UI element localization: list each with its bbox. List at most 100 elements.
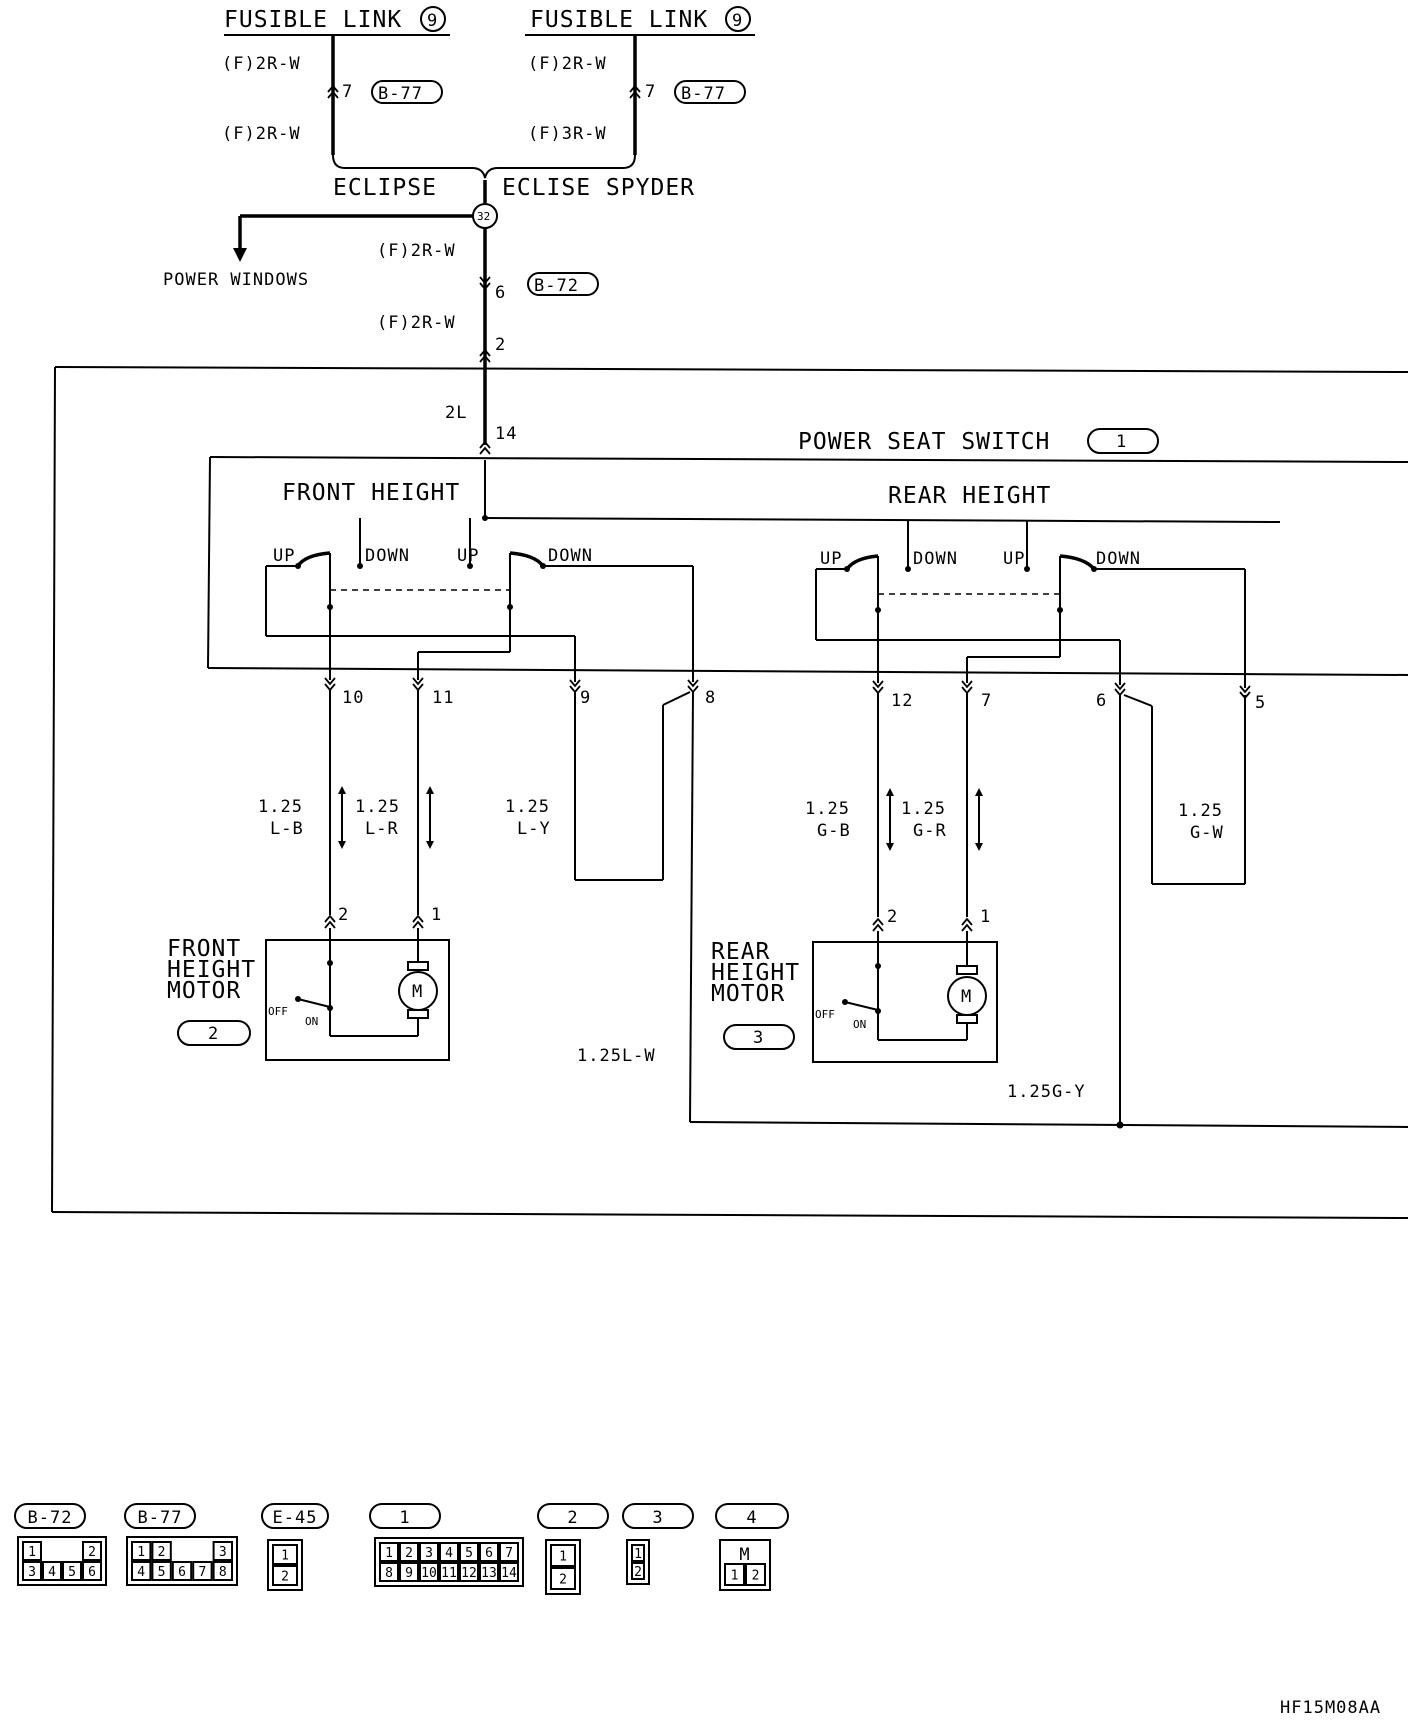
connector-pin: 1 xyxy=(281,1549,289,1564)
connector-pin: 7 xyxy=(505,1546,513,1561)
connector-pin: 5 xyxy=(465,1546,473,1561)
fusible-link-right-badge xyxy=(725,6,751,32)
front-height-switch: FRONT HEIGHT UP DOWN UP DOWN xyxy=(265,480,694,682)
wire-right-bottom-label: (F)3R-W xyxy=(528,124,607,144)
front-motor-line3: MOTOR xyxy=(167,978,241,1004)
front-motor-on: ON xyxy=(305,1015,318,1028)
wire-ly-size: 1.25 xyxy=(505,797,550,817)
connector-pin: 6 xyxy=(88,1565,96,1580)
switch-pin-5: 5 xyxy=(1255,693,1266,713)
connector-symbol: M xyxy=(739,1545,750,1565)
switch-pin-12: 12 xyxy=(891,691,913,711)
feed-connector-label: B-72 xyxy=(534,276,579,296)
wire-gy-label: 1.25G-Y xyxy=(1007,1082,1086,1102)
harness-wires: 1.25 L-B 1.25 L-R 1.25 L-Y 1.25L-W 1.25 … xyxy=(258,690,1408,1129)
feed-wire-bottom-label: (F)2R-W xyxy=(377,313,456,333)
wire-left-bottom-label: (F)2R-W xyxy=(222,124,301,144)
connector-pin: 8 xyxy=(385,1566,393,1581)
connector-pin: 2 xyxy=(752,1569,760,1584)
connector-pin: 2 xyxy=(634,1565,642,1580)
front-motor-off: OFF xyxy=(268,1005,288,1018)
rear-motor-ref-badge xyxy=(723,1024,795,1050)
connector-ref-right xyxy=(674,80,746,104)
connector-pin: 6 xyxy=(178,1565,186,1580)
connector-pin: 11 xyxy=(441,1566,457,1581)
wire-lr-color: L-R xyxy=(365,819,399,839)
feed-pin-top: 6 xyxy=(495,283,506,303)
connector-pin: 6 xyxy=(485,1546,493,1561)
rear-motor-line2: HEIGHT xyxy=(711,960,800,986)
front-height-motor: FRONT HEIGHT MOTOR 2 2 1 OFF ON M xyxy=(167,905,450,1061)
front-down-2: DOWN xyxy=(548,546,593,566)
connector-pin: 1 xyxy=(28,1545,36,1560)
pin-right: 7 xyxy=(645,82,656,102)
fusible-link-right-title: FUSIBLE LINK xyxy=(530,7,708,33)
connector-pin: 4 xyxy=(48,1565,56,1580)
wire-lw-label: 1.25L-W xyxy=(577,1046,656,1066)
front-up-1: UP xyxy=(273,546,295,566)
connector-pin: 1 xyxy=(731,1569,739,1584)
inner-pin: 14 xyxy=(495,424,517,444)
connector-label: 1 xyxy=(399,1508,410,1528)
wire-gw-color: G-W xyxy=(1190,823,1224,843)
front-motor-line1: FRONT xyxy=(167,936,241,962)
switch-pin-8: 8 xyxy=(705,688,716,708)
connector-pin: 10 xyxy=(421,1566,437,1581)
rear-motor-pin-a: 2 xyxy=(887,907,898,927)
connector-label: B-77 xyxy=(138,1508,183,1528)
connector-pin: 1 xyxy=(137,1545,145,1560)
switch-pin-11: 11 xyxy=(432,688,454,708)
wire-gb-color: G-B xyxy=(817,821,851,841)
connector-pin: 4 xyxy=(445,1546,453,1561)
front-motor-ref: 2 xyxy=(208,1024,219,1044)
switch-pin-7: 7 xyxy=(981,691,992,711)
connector-pin: 13 xyxy=(481,1566,497,1581)
connector-pin: 3 xyxy=(28,1565,36,1580)
rear-motor-line3: MOTOR xyxy=(711,981,785,1007)
rear-up-2: UP xyxy=(1003,549,1025,569)
switch-title: POWER SEAT SWITCH xyxy=(798,429,1050,455)
connector-pin: 2 xyxy=(281,1570,289,1585)
connector-pin: 2 xyxy=(88,1545,96,1560)
connector-pin: 1 xyxy=(634,1547,642,1562)
connector-pin: 2 xyxy=(158,1545,166,1560)
front-motor-ref-badge xyxy=(177,1020,251,1046)
fusible-link-left: FUSIBLE LINK 9 (F)2R-W 7 B-77 (F)2R-W xyxy=(222,6,450,155)
connector-3: 3 1 2 xyxy=(622,1503,694,1585)
connector-pin: 5 xyxy=(158,1565,166,1580)
rear-motor-housing xyxy=(812,941,998,1063)
wire-left-top-label: (F)2R-W xyxy=(222,54,301,74)
pin-left: 7 xyxy=(342,82,353,102)
front-motor-housing xyxy=(265,939,450,1061)
wire-ly-color: L-Y xyxy=(517,819,551,839)
inner-wire-label: 2L xyxy=(445,403,467,423)
switch-ref: 1 xyxy=(1116,432,1127,452)
wire-lb-color: L-B xyxy=(270,819,304,839)
front-up-2: UP xyxy=(457,546,479,566)
power-seat-switch: POWER SEAT SWITCH 1 FRONT HEIGHT UP DOWN… xyxy=(207,428,1408,713)
connector-ref-left xyxy=(371,80,443,104)
fusible-link-right-num: 9 xyxy=(732,11,743,31)
front-motor-pin-a: 2 xyxy=(338,905,349,925)
rear-up-1: UP xyxy=(820,549,842,569)
connector-ref-b72 xyxy=(527,272,599,296)
rear-motor-on: ON xyxy=(853,1018,866,1031)
fusible-link-left-badge xyxy=(420,6,446,32)
rear-motor-ref: 3 xyxy=(753,1028,764,1048)
front-motor-pin-b: 1 xyxy=(431,905,442,925)
connector-pin: 3 xyxy=(425,1546,433,1561)
front-down-1: DOWN xyxy=(365,546,410,566)
fusible-link-left-num: 9 xyxy=(427,11,438,31)
switch-pin-10: 10 xyxy=(342,688,364,708)
connector-pin: 8 xyxy=(219,1565,227,1580)
variant-brace: ECLIPSE ECLISE SPYDER xyxy=(332,154,694,203)
connector-pin: 1 xyxy=(385,1546,393,1561)
variant-left: ECLIPSE xyxy=(333,175,437,201)
connector-label: 3 xyxy=(652,1508,663,1528)
